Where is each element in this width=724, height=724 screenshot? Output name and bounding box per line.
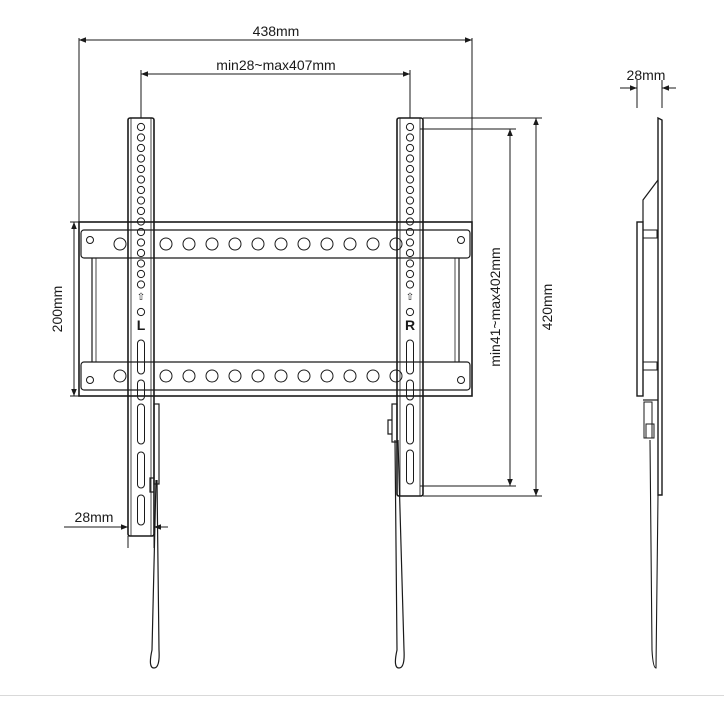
hole-spacing-label: min28~max407mm bbox=[216, 57, 335, 73]
arm-width-dimension: 28mm bbox=[64, 509, 168, 548]
arm-hole bbox=[136, 248, 146, 258]
arm-hole bbox=[405, 217, 415, 226]
arm-hole bbox=[136, 154, 146, 163]
rail-slot bbox=[297, 237, 311, 251]
arm-hole bbox=[136, 259, 146, 268]
arm-hole bbox=[136, 122, 146, 132]
arm-hole bbox=[405, 227, 415, 237]
arm-hole bbox=[136, 238, 146, 247]
arm-slot bbox=[137, 379, 145, 401]
arm-hole bbox=[136, 307, 146, 317]
side-depth-label: 28mm bbox=[627, 67, 666, 83]
arm-hole bbox=[136, 133, 146, 142]
arm-hole bbox=[405, 164, 415, 174]
arm-hole bbox=[405, 154, 415, 163]
arm-hole bbox=[136, 269, 146, 279]
overall-width-dimension: 438mm bbox=[78, 23, 473, 222]
rail-slot bbox=[113, 237, 127, 251]
arm-hole bbox=[136, 196, 146, 205]
arm-hole bbox=[405, 185, 415, 195]
arm-hole bbox=[136, 206, 146, 216]
height-label: 200mm bbox=[49, 286, 65, 333]
right-mounting-arm: ⇧ R bbox=[387, 117, 424, 497]
right-arm-slots bbox=[406, 339, 414, 485]
arm-hole bbox=[405, 206, 415, 216]
up-arrow-icon: ⇧ bbox=[137, 292, 145, 303]
rail-slot bbox=[297, 369, 311, 383]
rail-slot bbox=[182, 369, 196, 383]
rail-slot bbox=[113, 369, 127, 383]
arm-hole bbox=[405, 307, 415, 317]
arm-hole bbox=[136, 175, 146, 184]
left-arm-label: L bbox=[137, 317, 146, 333]
rail-slot bbox=[251, 237, 265, 251]
arm-slot bbox=[406, 379, 414, 401]
rail-slot bbox=[228, 237, 242, 251]
rail-slot bbox=[205, 369, 219, 383]
vertical-range-label: min41~max402mm bbox=[487, 247, 503, 366]
rail-slot bbox=[228, 369, 242, 383]
arm-hole bbox=[136, 217, 146, 226]
left-mounting-arm: ⇧ L bbox=[127, 117, 160, 537]
rail-slot bbox=[343, 237, 357, 251]
release-strings bbox=[149, 439, 405, 669]
rail-slot bbox=[366, 369, 380, 383]
arm-hole bbox=[405, 133, 415, 142]
arm-height-label: 420mm bbox=[539, 284, 555, 331]
height-dimension: 200mm bbox=[49, 221, 82, 397]
left-arm-slots bbox=[137, 339, 145, 526]
rail-slot bbox=[205, 237, 219, 251]
rail-slot bbox=[159, 369, 173, 383]
rail-slot bbox=[274, 369, 288, 383]
rail-slot bbox=[274, 237, 288, 251]
arm-hole bbox=[136, 280, 146, 289]
left-arm-holes bbox=[136, 122, 146, 317]
bottom-divider bbox=[0, 695, 724, 696]
rail-slot bbox=[366, 237, 380, 251]
rail-slot bbox=[320, 237, 334, 251]
arm-hole bbox=[405, 248, 415, 258]
side-view: 28mm bbox=[620, 67, 676, 669]
arm-hole bbox=[405, 269, 415, 279]
rail-slot bbox=[251, 369, 265, 383]
rail-slot bbox=[343, 369, 357, 383]
top-rail-slots bbox=[113, 237, 403, 251]
rail-slot bbox=[159, 237, 173, 251]
vertical-range-dimension: min41~max402mm bbox=[420, 128, 516, 487]
rail-slot bbox=[389, 369, 403, 383]
arm-slot bbox=[137, 451, 145, 489]
right-arm-holes bbox=[405, 122, 415, 317]
arm-hole bbox=[405, 122, 415, 132]
arm-hole bbox=[405, 196, 415, 205]
arm-hole bbox=[405, 259, 415, 268]
hole-spacing-dimension: min28~max407mm bbox=[140, 57, 411, 118]
arm-hole bbox=[136, 143, 146, 153]
arm-hole bbox=[405, 175, 415, 184]
overall-width-label: 438mm bbox=[253, 23, 300, 39]
bottom-rail-slots bbox=[113, 369, 403, 383]
arm-width-label: 28mm bbox=[75, 509, 114, 525]
wall-plate bbox=[78, 221, 473, 397]
arm-hole bbox=[405, 238, 415, 247]
arm-slot bbox=[406, 449, 414, 485]
arm-height-dimension: 420mm bbox=[423, 117, 555, 497]
arm-hole bbox=[405, 143, 415, 153]
arm-slot bbox=[406, 339, 414, 375]
rail-slot bbox=[389, 237, 403, 251]
rail-slot bbox=[182, 237, 196, 251]
arm-hole bbox=[136, 185, 146, 195]
arm-hole bbox=[136, 164, 146, 174]
rail-slot bbox=[320, 369, 334, 383]
arm-slot bbox=[406, 403, 414, 445]
up-arrow-icon: ⇧ bbox=[406, 292, 414, 303]
arm-slot bbox=[137, 494, 145, 526]
arm-slot bbox=[137, 403, 145, 445]
arm-slot bbox=[137, 339, 145, 375]
arm-hole bbox=[405, 280, 415, 289]
right-arm-label: R bbox=[405, 317, 415, 333]
arm-hole bbox=[136, 227, 146, 237]
